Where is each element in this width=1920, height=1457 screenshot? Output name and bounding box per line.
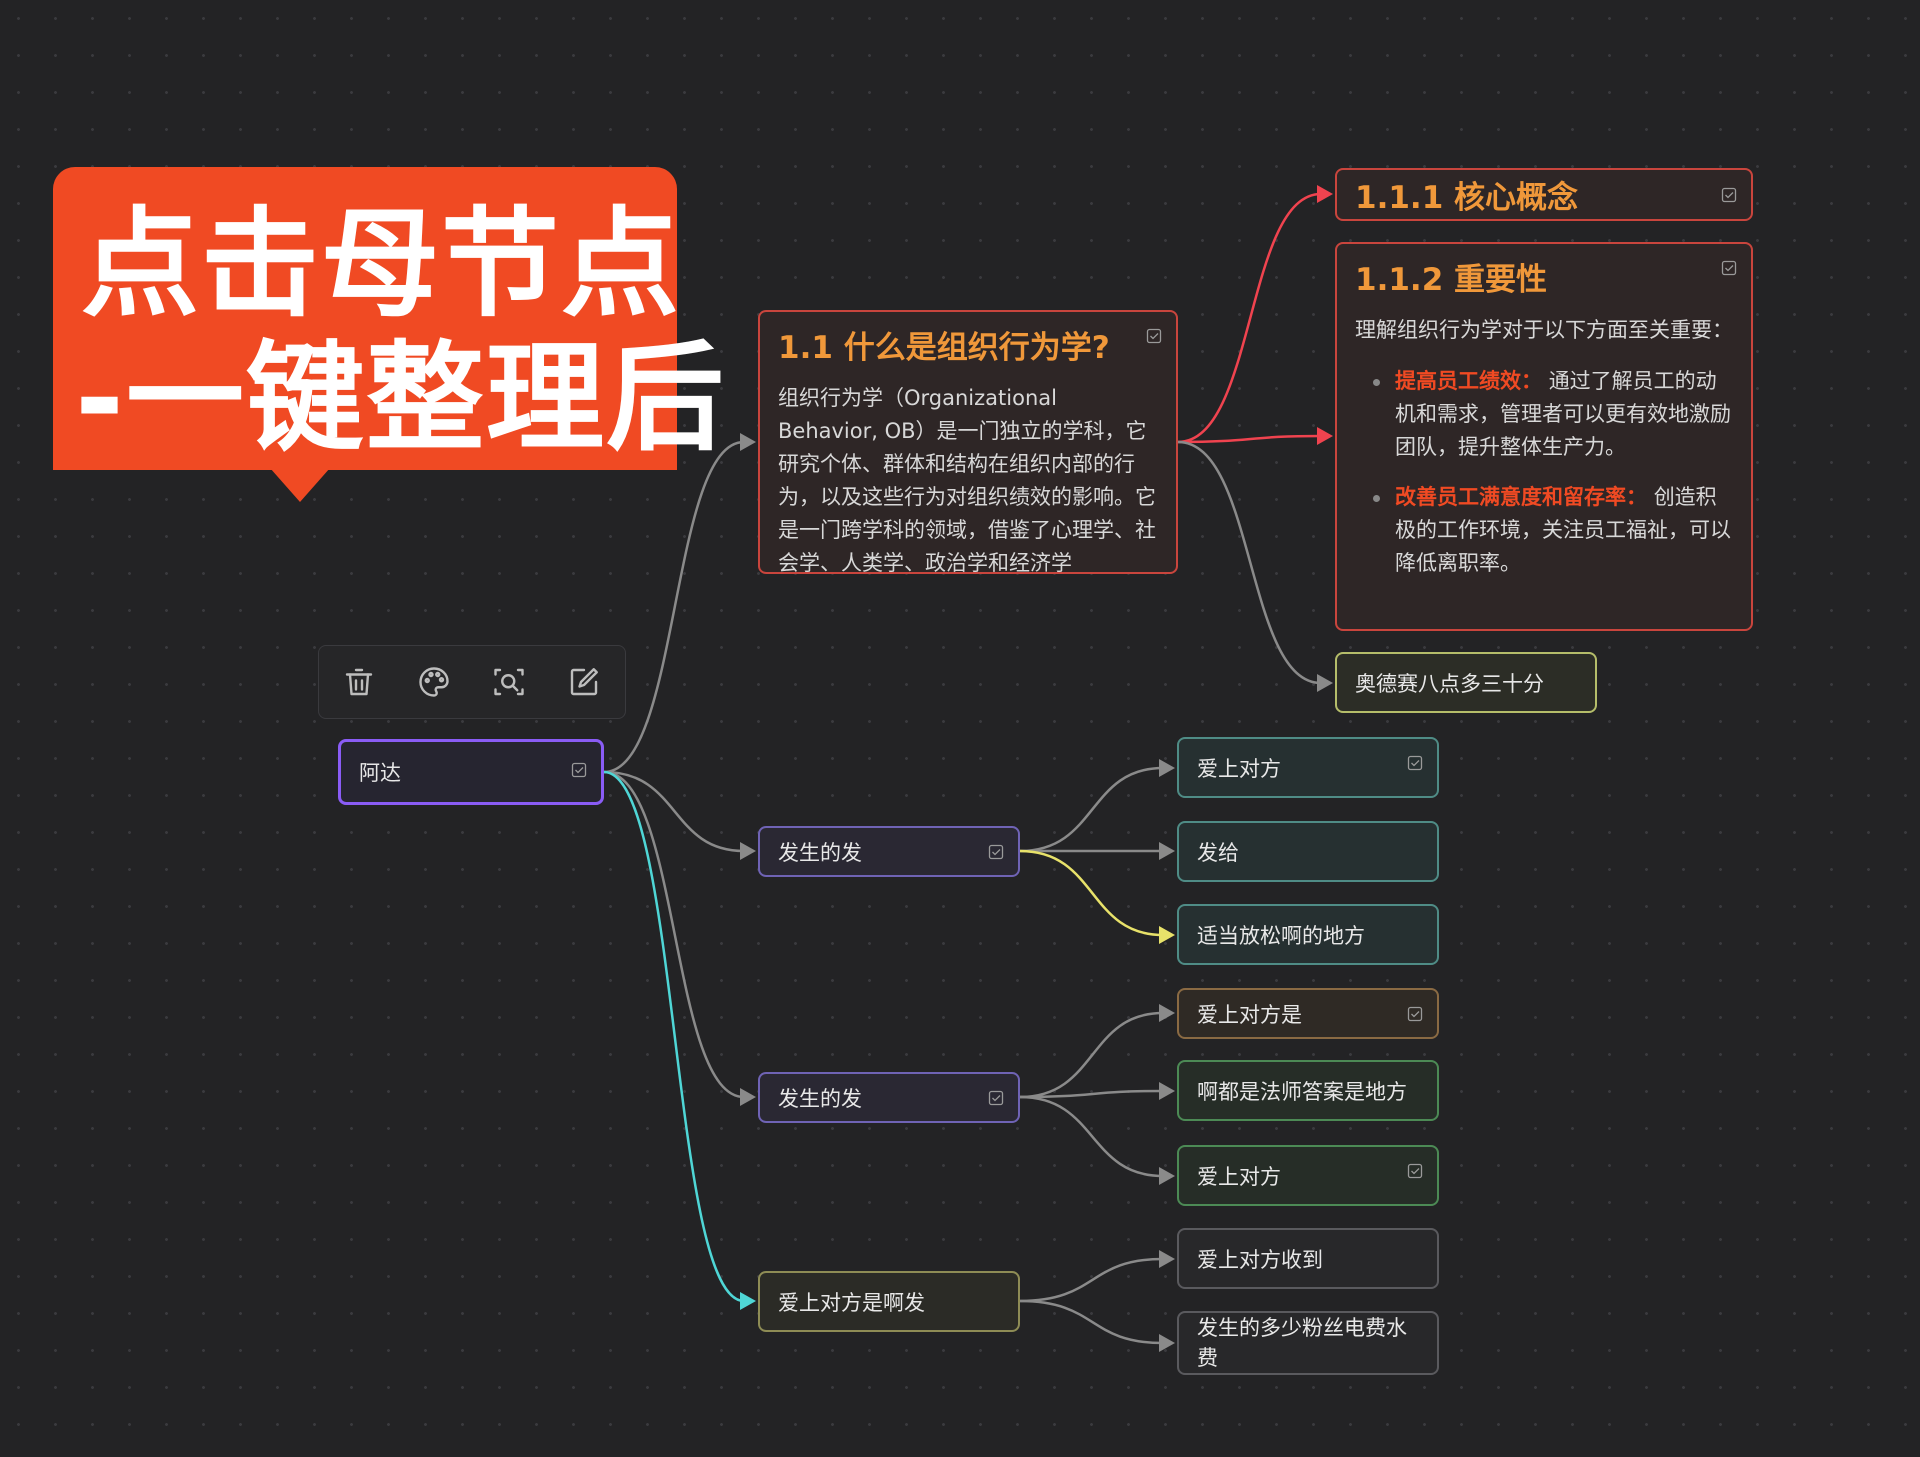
zoom-search-icon[interactable] <box>491 664 527 700</box>
connector-line <box>603 770 745 1099</box>
node-label: 爱上对方是 <box>1197 1002 1302 1027</box>
connector-line <box>603 440 745 774</box>
node-toolbar <box>318 645 626 719</box>
checkbox-icon[interactable] <box>1407 1163 1423 1179</box>
section-1-1-body: 组织行为学（Organizational Behavior, OB）是一门独立的… <box>778 386 1156 574</box>
node-label: 发生的发 <box>778 1086 862 1111</box>
node-label: 啊都是法师答案是地方 <box>1197 1079 1407 1104</box>
edit-icon[interactable] <box>566 664 602 700</box>
leaf-node[interactable]: 适当放松啊的地方 <box>1177 904 1439 965</box>
checkbox-icon[interactable] <box>571 762 587 778</box>
branch-node-1[interactable]: 发生的发 <box>758 826 1020 877</box>
branch-node-3[interactable]: 爱上对方是啊发 <box>758 1271 1020 1332</box>
leaf-node[interactable]: 爱上对方 <box>1177 737 1439 798</box>
leaf-node[interactable]: 啊都是法师答案是地方 <box>1177 1060 1439 1121</box>
arrowhead <box>740 433 756 451</box>
section-1-1-2-intro: 理解组织行为学对于以下方面至关重要： <box>1355 318 1733 342</box>
arrowhead <box>1159 926 1175 944</box>
leaf-node[interactable]: 爱上对方 <box>1177 1145 1439 1206</box>
trash-icon[interactable] <box>341 664 377 700</box>
arrowhead <box>1159 1004 1175 1022</box>
arrowhead <box>1159 1082 1175 1100</box>
section-1-1-1-node[interactable]: 1.1.1 核心概念 <box>1335 168 1753 221</box>
arrowhead <box>1317 185 1333 203</box>
connector-line <box>1019 1089 1164 1099</box>
section-1-1-title: 1.1 什么是组织行为学? <box>778 330 1110 366</box>
arrowhead <box>1159 759 1175 777</box>
connector-line <box>1177 192 1322 444</box>
leaf-node[interactable]: 爱上对方是 <box>1177 988 1439 1039</box>
banner-line-1: 点击母节点 <box>81 195 682 333</box>
connector-line <box>603 770 745 853</box>
checkbox-icon[interactable] <box>1407 755 1423 771</box>
branch-node-2[interactable]: 发生的发 <box>758 1072 1020 1123</box>
connector-line <box>1019 849 1164 937</box>
bullet-text: 创造积极的工作环境，关注员工福祉，可以降低离职率。 <box>1395 485 1731 575</box>
arrowhead <box>740 1292 756 1310</box>
leaf-node[interactable]: 发生的多少粉丝电费水费 <box>1177 1311 1439 1375</box>
importance-list: 提高员工绩效： 通过了解员工的动机和需求，管理者可以更有效地激励团队，提升整体生… <box>1355 365 1733 580</box>
checkbox-icon[interactable] <box>988 844 1004 860</box>
section-1-1-2-card[interactable]: 1.1.2 重要性 理解组织行为学对于以下方面至关重要： 提高员工绩效： 通过了… <box>1335 242 1753 631</box>
arrowhead <box>1159 842 1175 860</box>
node-label: 爱上对方 <box>1197 1164 1281 1189</box>
arrowhead <box>1317 674 1333 692</box>
arrowhead <box>1317 427 1333 445</box>
leaf-node[interactable]: 爱上对方收到 <box>1177 1228 1439 1289</box>
node-label: 发生的发 <box>778 840 862 865</box>
title-banner: 点击母节点 -一键整理后 <box>53 167 724 470</box>
connector-line <box>1019 766 1164 853</box>
connector-line <box>1019 1257 1164 1303</box>
connector-line <box>1177 440 1322 685</box>
node-label: 爱上对方收到 <box>1197 1247 1323 1272</box>
node-label: 发给 <box>1197 840 1239 865</box>
arrowhead <box>1159 1334 1175 1352</box>
root-node-label: 阿达 <box>359 761 401 785</box>
section-1-1-2-title: 1.1.2 重要性 <box>1355 262 1548 298</box>
node-label: 适当放松啊的地方 <box>1197 923 1365 948</box>
connector-line <box>1177 434 1322 444</box>
bullet-bold: 改善员工满意度和留存率： <box>1395 485 1647 509</box>
checkbox-icon[interactable] <box>988 1090 1004 1106</box>
node-label: 爱上对方 <box>1197 756 1281 781</box>
bullet-bold: 提高员工绩效： <box>1395 369 1542 393</box>
connector-line <box>603 770 745 1303</box>
bullet-text: 通过了解员工的动机和需求，管理者可以更有效地激励团队，提升整体生产力。 <box>1395 369 1731 459</box>
arrowhead <box>740 1088 756 1106</box>
checkbox-icon[interactable] <box>1146 328 1162 344</box>
list-item: 改善员工满意度和留存率： 创造积极的工作环境，关注员工福祉，可以降低离职率。 <box>1373 481 1733 580</box>
leaf-node-odysai[interactable]: 奥德赛八点多三十分 <box>1335 652 1597 713</box>
checkbox-icon[interactable] <box>1407 1006 1423 1022</box>
section-1-1-1-title: 1.1.1 核心概念 <box>1355 180 1579 216</box>
banner-line-2: -一键整理后 <box>75 329 726 467</box>
arrowhead <box>1159 1167 1175 1185</box>
leaf-node[interactable]: 发给 <box>1177 821 1439 882</box>
checkbox-icon[interactable] <box>1721 260 1737 276</box>
arrowhead <box>1159 1250 1175 1268</box>
list-item: 提高员工绩效： 通过了解员工的动机和需求，管理者可以更有效地激励团队，提升整体生… <box>1373 365 1733 464</box>
section-1-1-card[interactable]: 1.1 什么是组织行为学? 组织行为学（Organizational Behav… <box>758 310 1178 574</box>
connector-line <box>1019 1299 1164 1345</box>
palette-icon[interactable] <box>416 664 452 700</box>
checkbox-icon[interactable] <box>1721 187 1737 203</box>
connector-line <box>1019 1011 1164 1099</box>
banner-pointer <box>270 468 330 502</box>
arrowhead <box>740 842 756 860</box>
node-label: 爱上对方是啊发 <box>778 1290 925 1315</box>
root-node[interactable]: 阿达 <box>338 739 604 805</box>
connector-line <box>1019 1095 1164 1178</box>
node-label: 奥德赛八点多三十分 <box>1355 671 1544 696</box>
node-label: 发生的多少粉丝电费水费 <box>1197 1316 1407 1370</box>
